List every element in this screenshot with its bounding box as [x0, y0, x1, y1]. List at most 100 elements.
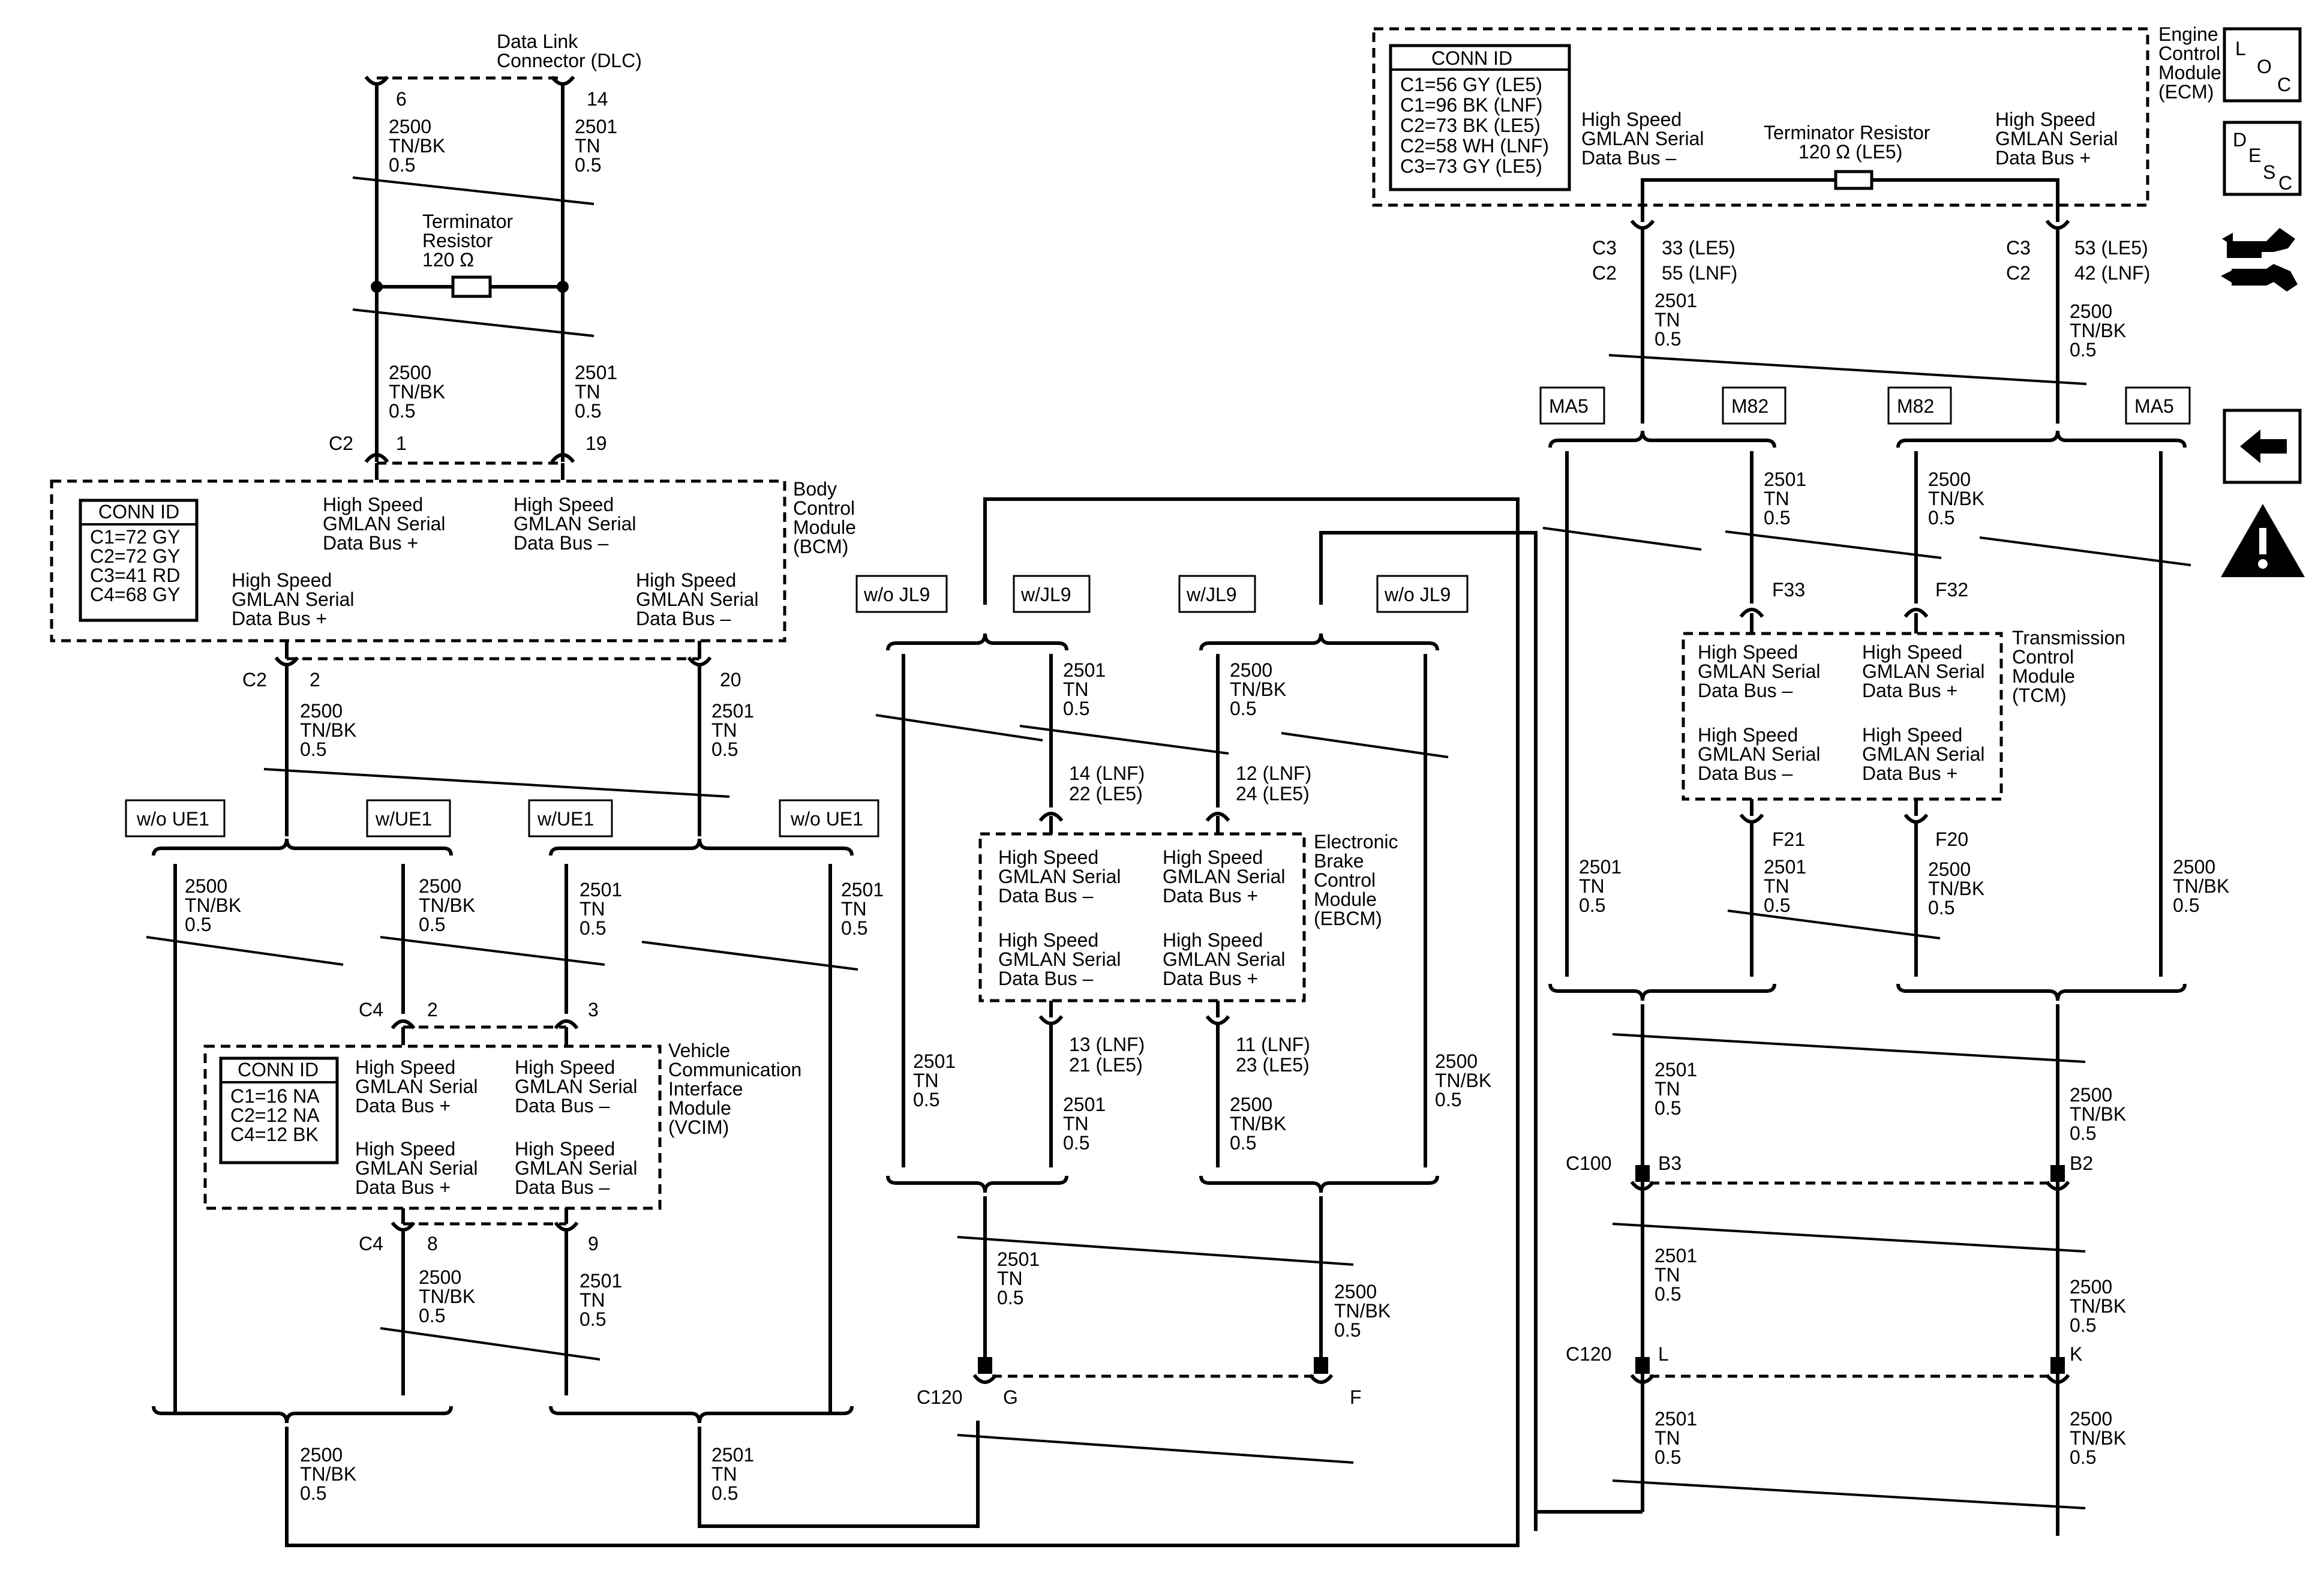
svg-text:0.5: 0.5	[1579, 894, 1605, 916]
ebcm-name: Electronic Brake Control Module (EBCM)	[1314, 831, 1398, 929]
vcim-bus-top-plus: High Speed GMLAN Serial Data Bus +	[355, 1056, 478, 1116]
ue1-merge-brackets	[152, 1406, 854, 1424]
dlc-wire-b-label: 2501 TN 0.5	[575, 116, 617, 176]
ebcm-module	[978, 832, 1306, 1002]
ue1-wire-0-label: 2500 TN/BK 0.5	[185, 875, 241, 935]
svg-text:0.5: 0.5	[997, 1287, 1023, 1308]
svg-text:w/UE1: w/UE1	[375, 808, 432, 830]
svg-text:0.5: 0.5	[1334, 1319, 1361, 1341]
bcm-conn-id-table: CONN ID C1=72 GY C2=72 GY C3=41 RD C4=68…	[79, 499, 199, 622]
svg-text:8: 8	[427, 1233, 438, 1254]
svg-text:Data Bus +: Data Bus +	[1163, 885, 1258, 906]
c100-connector: C100 B3 B2	[1566, 1152, 2093, 1191]
svg-text:0.5: 0.5	[1230, 1132, 1256, 1154]
svg-text:2500: 2500	[1928, 858, 1971, 880]
svg-text:w/UE1: w/UE1	[537, 808, 594, 830]
bottom-left-wire-a-label: 2500 TN/BK 0.5	[300, 1444, 356, 1504]
svg-text:0.5: 0.5	[1764, 507, 1790, 529]
svg-text:L: L	[1658, 1343, 1669, 1365]
dlc-wire-a-label: 2500 TN/BK 0.5	[389, 116, 445, 176]
ecm-connectors: C3 C2 33 (LE5) 55 (LNF) C3 C2 53 (LE5) 4…	[1592, 205, 2150, 284]
right-w1-b-label: 2500 TN/BK 0.5	[2070, 1084, 2126, 1144]
twisted-pair-marker	[1727, 909, 1941, 939]
svg-text:F32: F32	[1935, 579, 1968, 601]
svg-text:23 (LE5): 23 (LE5)	[1236, 1054, 1310, 1076]
svg-text:TN: TN	[913, 1070, 939, 1091]
svg-text:2501: 2501	[711, 1444, 754, 1466]
svg-text:Data Bus –: Data Bus –	[514, 532, 609, 554]
bcm-bus-top-minus: High Speed GMLAN Serial Data Bus –	[514, 494, 636, 554]
svg-text:TN: TN	[575, 135, 600, 157]
ecm-module	[1372, 27, 2149, 207]
tcm-bypass-b-label: 2500 TN/BK 0.5	[2173, 856, 2229, 916]
bcm-wire-a-label: 2500 TN/BK 0.5	[389, 362, 445, 422]
twisted-pair-marker	[352, 176, 594, 205]
svg-text:TN: TN	[711, 719, 737, 741]
svg-text:2501: 2501	[1063, 659, 1106, 681]
svg-text:Interface: Interface	[668, 1078, 743, 1100]
svg-text:0.5: 0.5	[2070, 1122, 2096, 1144]
twisted-pair-marker	[1019, 725, 1229, 755]
back-arrow-icon[interactable]	[2223, 409, 2302, 484]
svg-text:21 (LE5): 21 (LE5)	[1069, 1054, 1143, 1076]
svg-text:Engine: Engine	[2158, 23, 2218, 45]
svg-text:GMLAN Serial: GMLAN Serial	[1698, 661, 1821, 682]
svg-text:Data Bus +: Data Bus +	[1995, 147, 2091, 169]
svg-text:C3=41 RD: C3=41 RD	[90, 565, 180, 586]
desc-icon[interactable]: D E S C	[2223, 121, 2302, 196]
connector-end-view-icon[interactable]	[2221, 228, 2298, 292]
svg-text:2500: 2500	[300, 700, 343, 722]
svg-text:TN: TN	[1579, 875, 1605, 897]
svg-text:TN: TN	[1655, 1427, 1680, 1449]
svg-text:0.5: 0.5	[841, 917, 867, 939]
svg-text:TN/BK: TN/BK	[419, 894, 475, 916]
svg-text:GMLAN Serial: GMLAN Serial	[323, 513, 446, 535]
svg-text:GMLAN Serial: GMLAN Serial	[355, 1157, 478, 1179]
svg-text:TN: TN	[1764, 875, 1789, 897]
tcm-wire-in-b-label: 2500 TN/BK 0.5	[1928, 469, 1984, 529]
twisted-pair-marker	[1979, 536, 2191, 566]
tcm-bus-bot-minus: High Speed GMLAN Serial Data Bus –	[1698, 724, 1821, 784]
svg-text:0.5: 0.5	[1655, 1446, 1681, 1468]
tcm-wire-out-b-label: 2500 TN/BK 0.5	[1928, 858, 1984, 918]
svg-text:0.5: 0.5	[1655, 1097, 1681, 1119]
svg-text:High Speed: High Speed	[1698, 641, 1798, 663]
svg-text:Data Bus –: Data Bus –	[1581, 147, 1677, 169]
svg-text:13 (LNF): 13 (LNF)	[1069, 1034, 1145, 1055]
svg-text:C1=56 GY (LE5): C1=56 GY (LE5)	[1400, 74, 1542, 95]
svg-text:TN: TN	[711, 1463, 737, 1485]
svg-text:F33: F33	[1772, 579, 1805, 601]
loc-icon[interactable]: L O C	[2223, 27, 2302, 103]
svg-text:22 (LE5): 22 (LE5)	[1069, 783, 1143, 804]
warning-icon[interactable]	[2221, 504, 2305, 577]
ebcm-out-pins: 13 (LNF) 21 (LE5) 11 (LNF) 23 (LE5)	[1038, 1001, 1310, 1076]
twisted-pair-marker	[146, 936, 344, 966]
svg-text:20: 20	[720, 669, 741, 691]
svg-text:2501: 2501	[1764, 856, 1806, 878]
svg-text:2501: 2501	[841, 879, 884, 900]
ecm-wire-a-label: 2501 TN 0.5	[1655, 290, 1697, 350]
svg-text:TN: TN	[1655, 309, 1680, 331]
svg-text:0.5: 0.5	[1655, 328, 1681, 350]
svg-text:(ECM): (ECM)	[2158, 81, 2214, 103]
svg-text:(TCM): (TCM)	[2012, 685, 2067, 706]
svg-text:Terminator Resistor: Terminator Resistor	[1764, 122, 1930, 143]
svg-text:TN: TN	[841, 898, 867, 920]
svg-text:2501: 2501	[1655, 1059, 1697, 1080]
svg-text:Data Bus +: Data Bus +	[1163, 968, 1258, 989]
svg-text:GMLAN Serial: GMLAN Serial	[1163, 866, 1286, 887]
svg-text:GMLAN Serial: GMLAN Serial	[1862, 743, 1985, 765]
svg-text:2501: 2501	[913, 1050, 956, 1072]
tcm-wire-in-a-label: 2501 TN 0.5	[1764, 469, 1806, 529]
svg-text:12 (LNF): 12 (LNF)	[1236, 763, 1311, 784]
svg-text:0.5: 0.5	[419, 914, 445, 935]
right-w3-a-label: 2501 TN 0.5	[1655, 1408, 1697, 1468]
ecm-terminator-resistor: Terminator Resistor 120 Ω (LE5)	[1641, 122, 2059, 205]
svg-text:Resistor: Resistor	[422, 230, 493, 251]
bcm-bus-bot-minus: High Speed GMLAN Serial Data Bus –	[636, 569, 759, 629]
ebcm-in-pins: 14 (LNF) 22 (LE5) 12 (LNF) 24 (LE5)	[1038, 763, 1311, 834]
tcm-in-pins: F33 F32	[1739, 579, 1968, 634]
svg-text:0.5: 0.5	[1063, 1132, 1089, 1154]
twisted-pair-marker	[641, 941, 858, 971]
svg-text:2500: 2500	[2070, 1276, 2112, 1298]
